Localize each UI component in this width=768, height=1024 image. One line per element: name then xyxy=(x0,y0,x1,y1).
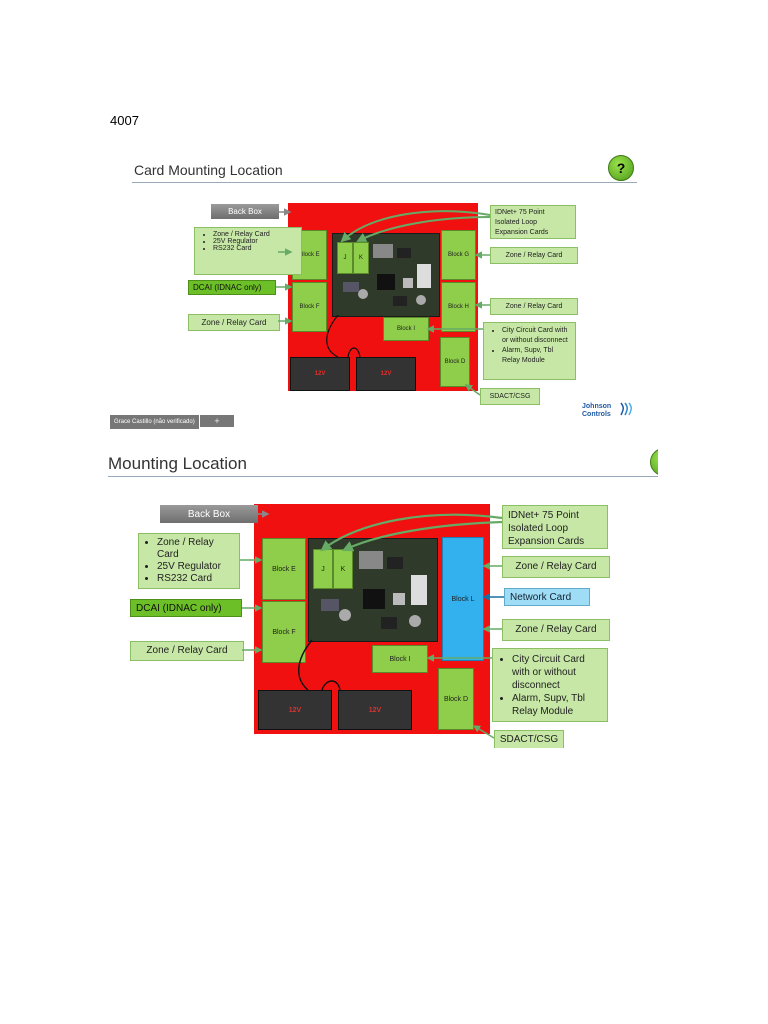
slot-j: J xyxy=(313,549,333,589)
back-box-label: Back Box xyxy=(211,204,279,219)
page-header: 4007 xyxy=(110,113,139,128)
add-participant-button[interactable]: + xyxy=(200,415,234,427)
list-item: City Circuit Card with or without discon… xyxy=(502,326,571,346)
idnet-label: IDNet+ 75 Point Isolated Loop Expansion … xyxy=(490,205,576,239)
johnson-controls-logo: Johnson Controls xyxy=(582,403,612,418)
back-box-label: Back Box xyxy=(160,505,258,523)
block-i: Block I xyxy=(372,645,428,673)
callout-city-circuit: City Circuit Card with or without discon… xyxy=(492,648,608,722)
zone-relay-g-label: Zone / Relay Card xyxy=(490,247,578,264)
callout-arrows xyxy=(240,510,504,739)
callout-city-circuit: City Circuit Card with or without discon… xyxy=(483,322,576,380)
idnet-label: IDNet+ 75 Point Isolated Loop Expansion … xyxy=(502,505,608,549)
block-e: Block E xyxy=(262,538,306,600)
battery-left: 12V xyxy=(290,357,350,391)
battery-left: 12V xyxy=(258,690,332,730)
block-l: Block L xyxy=(442,537,484,661)
block-f: Block F xyxy=(262,601,306,663)
block-i: Block I xyxy=(383,317,429,341)
battery-right: 12V xyxy=(338,690,412,730)
main-circuit-board: J K xyxy=(308,538,438,642)
list-item: RS232 Card xyxy=(213,245,297,252)
title-rule xyxy=(108,476,658,477)
zone-relay-top-label: Zone / Relay Card xyxy=(502,556,610,578)
callout-zone-regulator-rs232: Zone / Relay Card 25V Regulator RS232 Ca… xyxy=(194,227,302,275)
dcai-label: DCAI (IDNAC only) xyxy=(130,599,242,617)
list-item: Zone / Relay Card xyxy=(213,231,297,238)
title-rule xyxy=(132,182,637,183)
list-item: 25V Regulator xyxy=(157,561,235,573)
list-item: RS232 Card xyxy=(157,573,235,585)
block-d: Block D xyxy=(438,668,474,730)
list-item: City Circuit Card with or without discon… xyxy=(512,653,602,692)
slot-j: J xyxy=(337,242,353,274)
presenter-name-tag: Grace Castillo (não verificado) xyxy=(110,415,199,429)
zone-relay-left-label: Zone / Relay Card xyxy=(130,641,244,661)
block-f: Block F xyxy=(292,282,327,332)
list-item: Alarm, Supv, Tbl Relay Module xyxy=(512,692,602,718)
zone-relay-h-label: Zone / Relay Card xyxy=(490,298,578,315)
network-card-label: Network Card xyxy=(504,588,590,606)
circuit-traces xyxy=(343,244,431,306)
callout-arrows xyxy=(276,208,491,396)
slot-k: K xyxy=(353,242,369,274)
circuit-traces xyxy=(321,551,427,629)
sdact-label: SDACT/CSG xyxy=(494,730,564,748)
slide-title: Mounting Location xyxy=(108,454,247,473)
slide-mounting-location: Mounting Location Block E Block F Block … xyxy=(108,448,658,748)
block-g: Block G xyxy=(441,230,476,280)
block-h: Block H xyxy=(441,282,476,332)
slide-title: Card Mounting Location xyxy=(134,162,283,178)
dcai-label: DCAI (IDNAC only) xyxy=(188,280,276,295)
zone-relay-bottom-label: Zone / Relay Card xyxy=(502,619,610,641)
help-icon[interactable]: ? xyxy=(608,155,634,181)
slide-card-mounting: Card Mounting Location ? Block E Block F… xyxy=(110,145,655,430)
logo-wave-icon xyxy=(620,402,632,416)
list-item: Alarm, Supv, Tbl Relay Module xyxy=(502,346,571,366)
list-item: 25V Regulator xyxy=(213,238,297,245)
main-circuit-board: J K xyxy=(332,233,440,317)
zone-relay-left-label: Zone / Relay Card xyxy=(188,314,280,331)
sdact-label: SDACT/CSG xyxy=(480,388,540,405)
block-d: Block D xyxy=(440,337,470,387)
list-item: Zone / Relay Card xyxy=(157,537,235,561)
battery-right: 12V xyxy=(356,357,416,391)
callout-zone-regulator-rs232: Zone / Relay Card 25V Regulator RS232 Ca… xyxy=(138,533,240,589)
